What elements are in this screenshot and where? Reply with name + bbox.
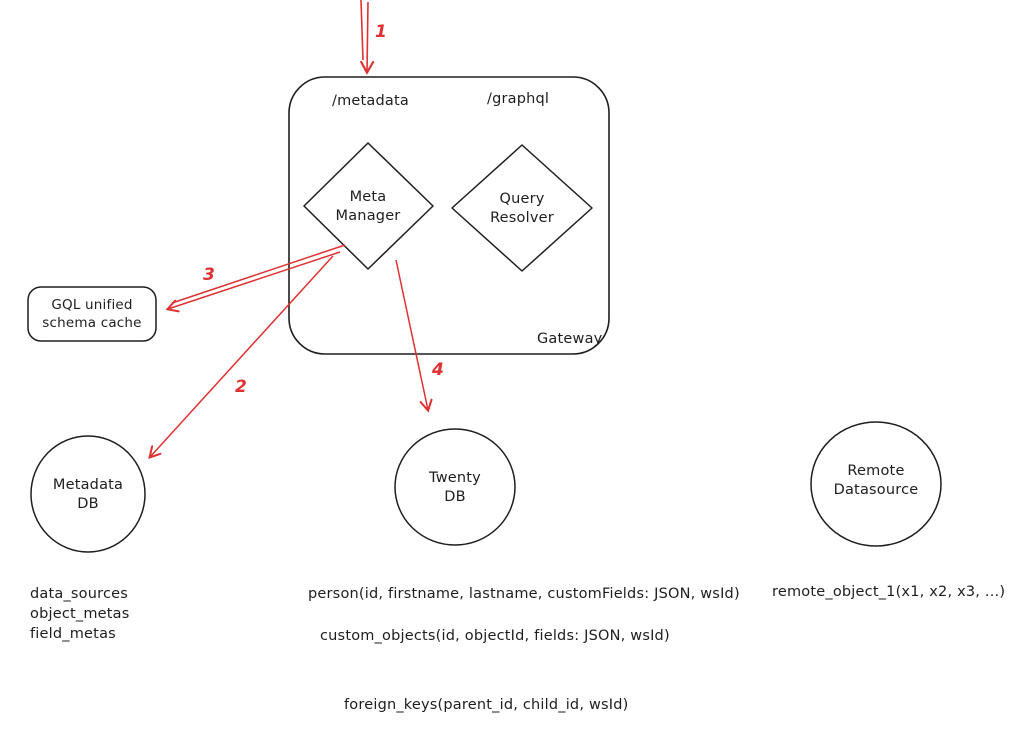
foreign-keys-table-label: foreign_keys(parent_id, child_id, wsId) — [344, 697, 629, 713]
step-4-label: 4 — [432, 360, 444, 380]
twenty-db-circle — [394, 428, 516, 546]
endpoint-metadata-label: /metadata — [332, 93, 409, 109]
arrow-1-request-head — [360, 1, 375, 75]
metadata-db-tables-label: data_sources object_metas field_metas — [30, 586, 130, 642]
step-3-label: 3 — [203, 265, 215, 285]
person-table-label: person(id, firstname, lastname, customFi… — [308, 586, 740, 602]
query-resolver-diamond — [451, 144, 593, 272]
custom-objects-table-label: custom_objects(id, objectId, fields: JSO… — [320, 628, 670, 644]
endpoint-graphql-label: /graphql — [487, 91, 550, 107]
remote-datasource-label: Remote Datasource — [833, 463, 919, 499]
arrow-1-request — [360, 0, 364, 61]
remote-object-table-label: remote_object_1(x1, x2, x3, ...) — [772, 584, 1006, 600]
meta-manager-label: Meta Manager — [335, 189, 401, 225]
arrow-2-to-metadata-db — [148, 255, 334, 459]
gateway-label: Gateway — [537, 331, 603, 347]
arrow-4-to-twenty-db — [395, 259, 433, 413]
step-2-label: 2 — [235, 377, 247, 397]
arrow-3-to-cache-a — [171, 244, 346, 304]
gateway-box — [288, 76, 610, 355]
twenty-db-label: Twenty DB — [429, 470, 481, 506]
remote-datasource-circle — [810, 421, 942, 547]
metadata-db-label: Metadata DB — [52, 477, 124, 513]
meta-manager-diamond — [303, 142, 434, 270]
query-resolver-label: Query Resolver — [490, 191, 554, 227]
step-1-label: 1 — [375, 22, 387, 42]
metadata-db-circle — [30, 435, 146, 553]
schema-cache-label: GQL unified schema cache — [42, 297, 142, 331]
arrow-3-to-cache — [165, 251, 341, 313]
schema-cache-box — [27, 286, 157, 342]
